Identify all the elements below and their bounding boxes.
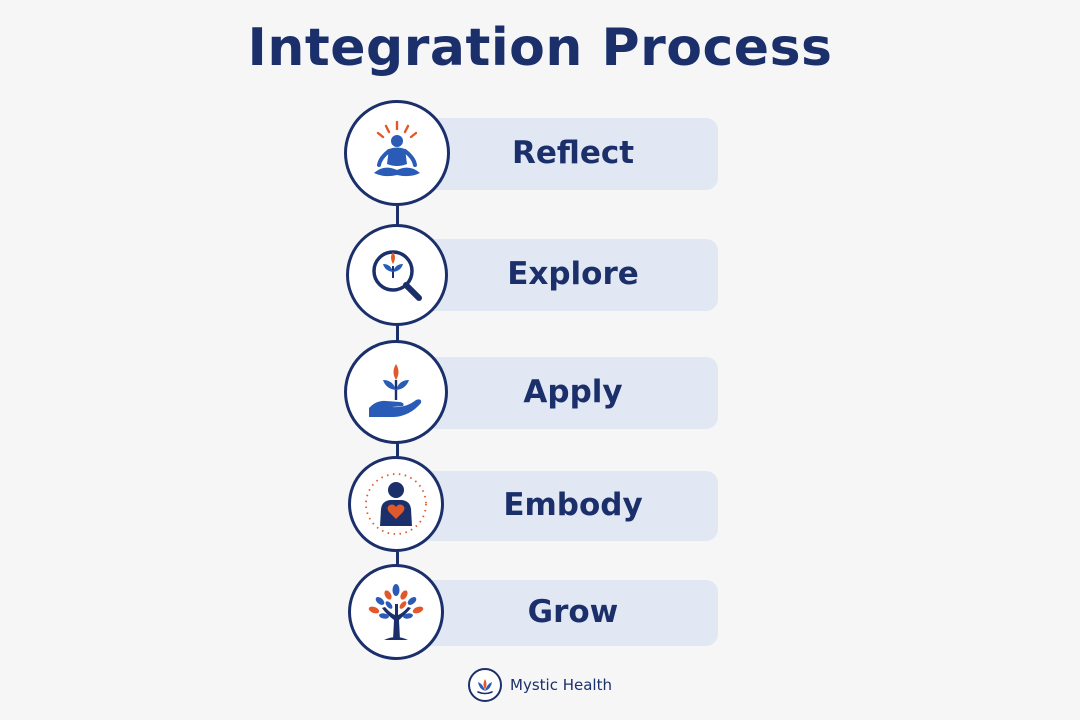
step-label: Explore	[507, 256, 639, 292]
step-reflect: Reflect	[0, 100, 1080, 210]
step-explore: Explore	[0, 222, 1080, 332]
step-pill	[400, 471, 718, 541]
step-label: Reflect	[511, 135, 635, 171]
page-title: Integration Process	[247, 18, 833, 78]
tree-icon	[368, 584, 424, 640]
meditation-icon	[374, 120, 420, 177]
brand-footer: Mystic Health	[0, 668, 1080, 702]
step-pill	[400, 118, 718, 190]
step-pill	[400, 239, 718, 311]
step-icon-circle	[346, 224, 448, 326]
step-icon-circle	[348, 456, 444, 552]
step-embody: Embody	[0, 456, 1080, 566]
magnifier-sprout-icon	[372, 250, 422, 301]
step-label: Grow	[527, 594, 619, 630]
person-heart-icon	[365, 473, 427, 535]
step-pill	[400, 357, 718, 429]
step-icon-circle	[344, 100, 450, 206]
step-label: Apply	[523, 374, 623, 410]
step-label: Embody	[503, 487, 643, 523]
brand-name: Mystic Health	[510, 676, 612, 694]
hand-sprout-icon	[369, 364, 422, 417]
step-grow: Grow	[0, 564, 1080, 674]
step-apply: Apply	[0, 340, 1080, 450]
step-icon-circle	[348, 564, 444, 660]
step-pill	[400, 580, 718, 646]
lotus-logo-icon	[468, 668, 503, 702]
step-icon-circle	[344, 340, 448, 444]
